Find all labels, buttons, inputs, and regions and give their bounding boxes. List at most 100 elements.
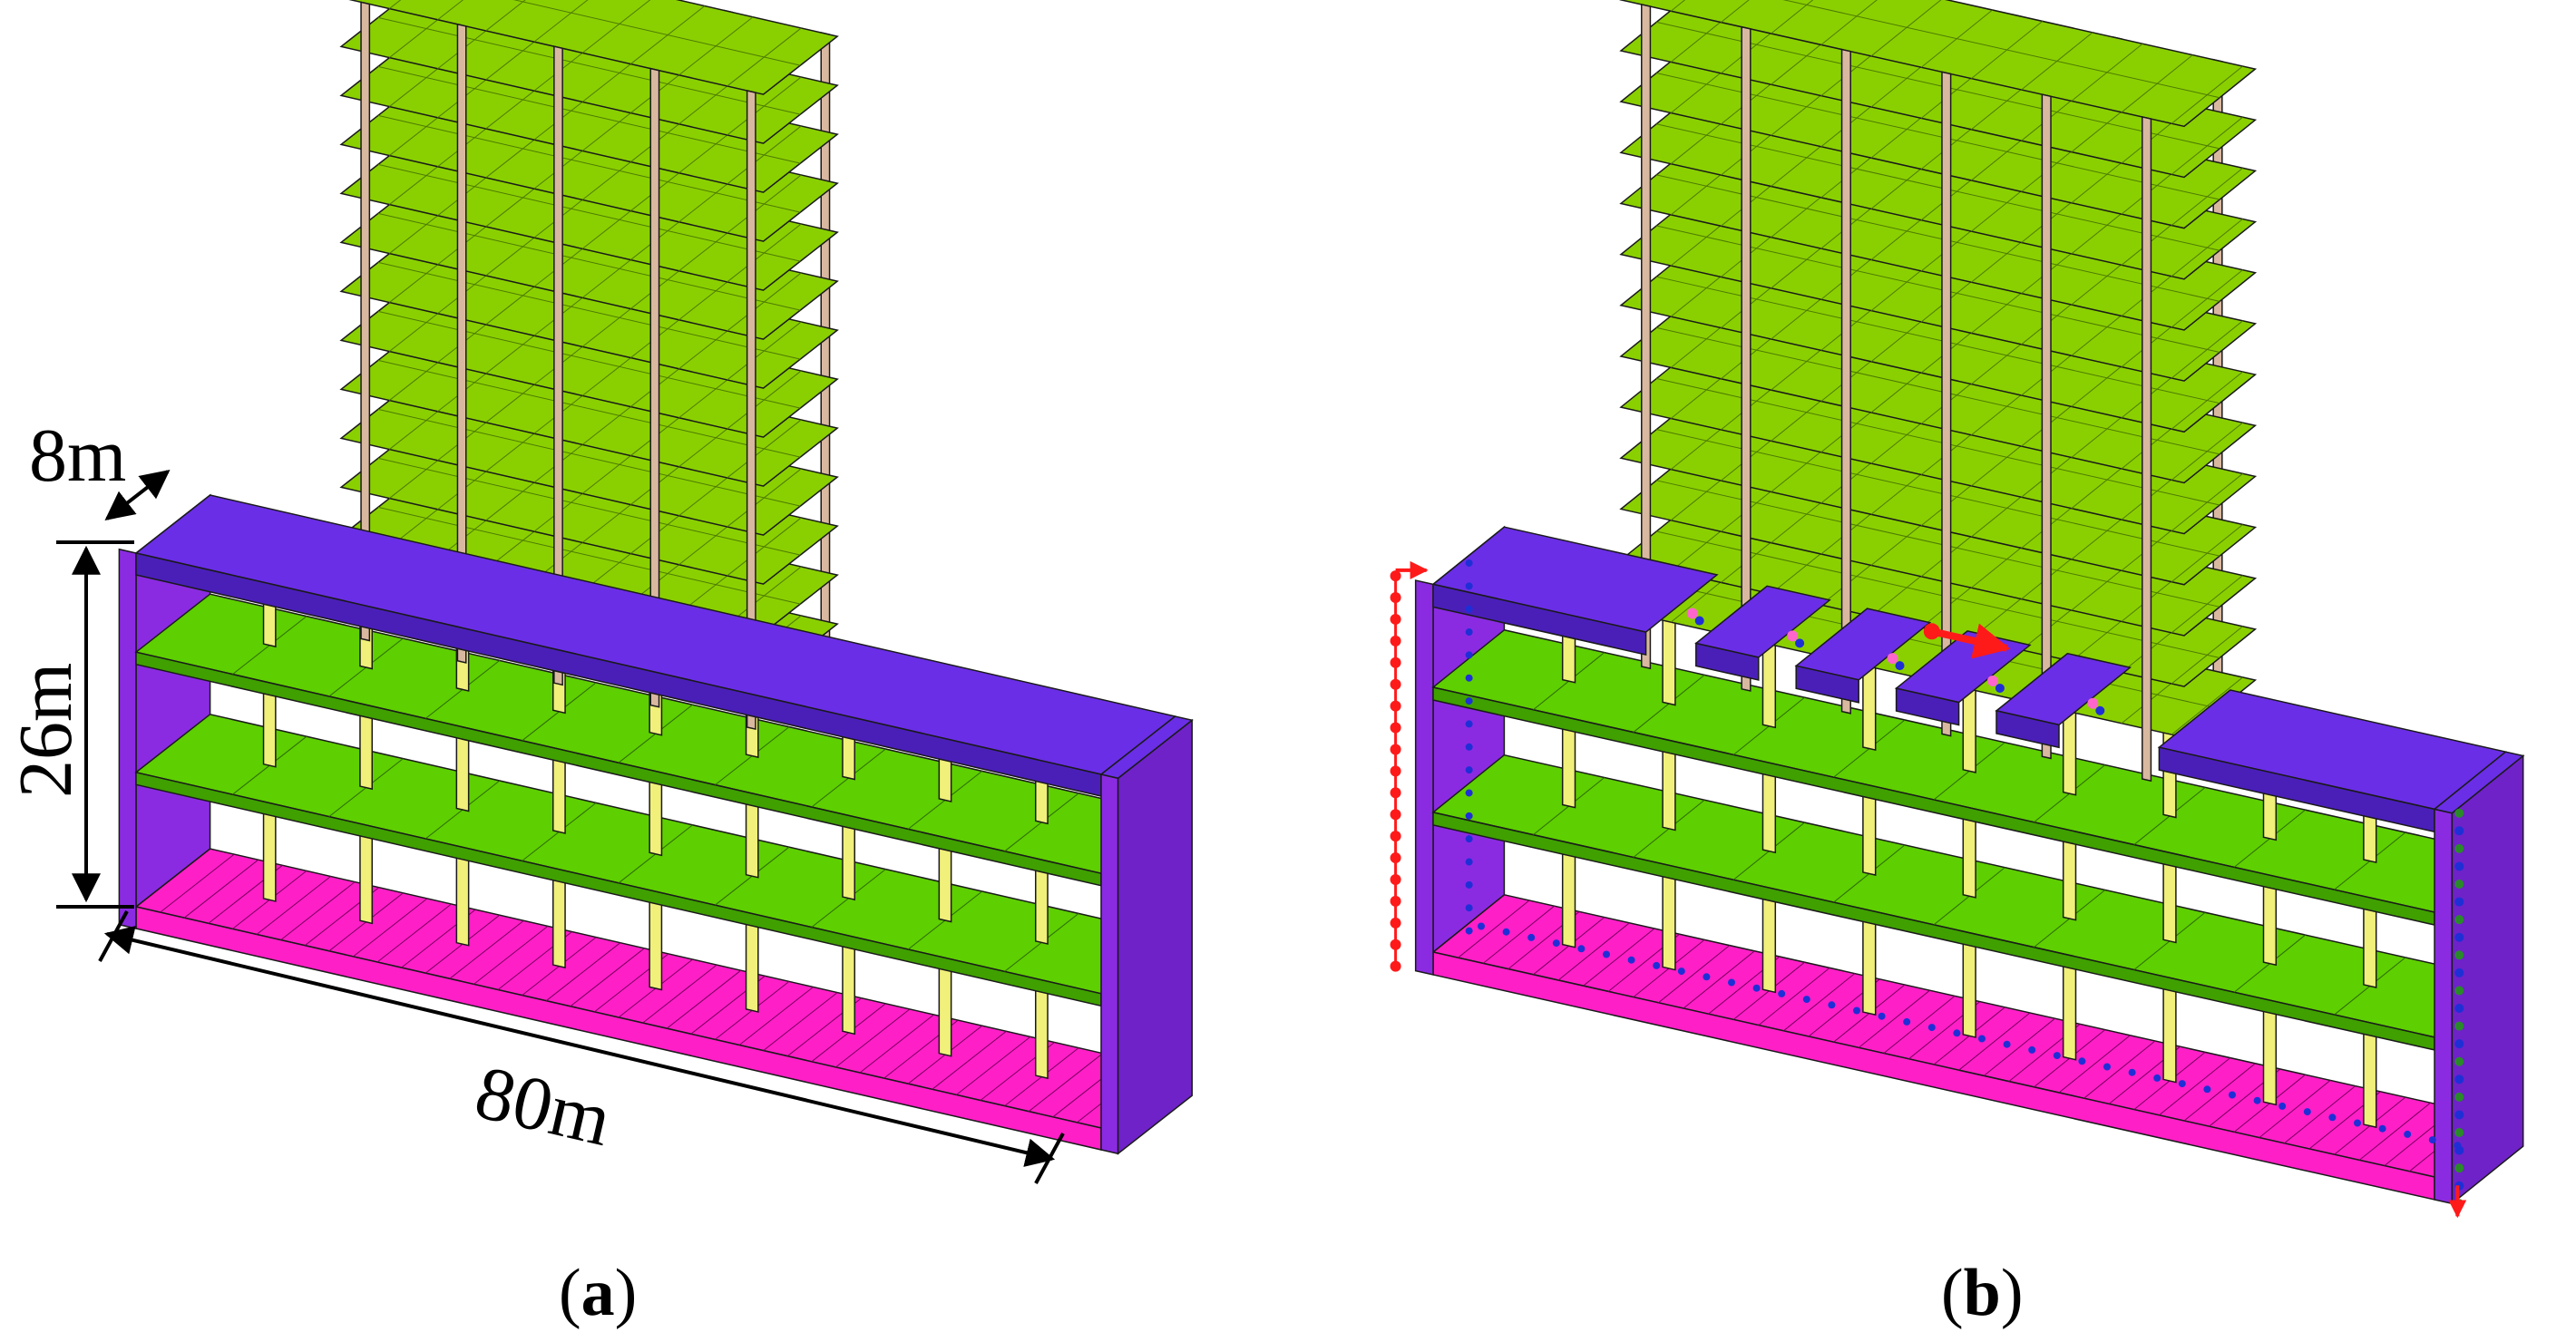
tower-slab-grid-line xyxy=(1721,0,1750,24)
boundary-spring-marker xyxy=(2454,1039,2464,1049)
wall-spring-marker xyxy=(1465,789,1473,797)
wall-spring-marker xyxy=(1465,927,1473,935)
wall-spring-marker xyxy=(1465,582,1473,590)
boundary-spring-marker xyxy=(2454,932,2464,942)
base-spring-marker xyxy=(1653,961,1661,969)
base-slab-grid-line xyxy=(1983,1017,2055,1076)
wall-spring-marker xyxy=(1465,812,1473,820)
tower-base-spring-marker xyxy=(1995,683,2005,693)
base-slab-grid-line xyxy=(160,853,235,913)
wall-spring-marker xyxy=(1465,628,1473,637)
base-spring-marker xyxy=(1778,989,1786,997)
base-spring-marker xyxy=(2378,1124,2386,1133)
tower-column xyxy=(1641,3,1652,670)
tower-column xyxy=(456,23,467,664)
base-slab-grid-line xyxy=(2284,1085,2356,1144)
left-wall-front xyxy=(1414,579,1434,976)
tower-slab-grid-line xyxy=(377,163,801,262)
tower-floor-slab xyxy=(1619,0,2258,128)
tower-slab-grid-line xyxy=(377,65,801,164)
wall-spring-marker xyxy=(1465,743,1473,751)
wall-spring-marker xyxy=(1465,835,1473,843)
base-spring-marker xyxy=(1953,1029,1961,1037)
base-slab-grid-line xyxy=(1683,950,1755,1009)
dimension-width: 8m xyxy=(29,413,171,520)
right-wall-front xyxy=(1100,773,1119,1155)
boundary-spring-marker xyxy=(2454,861,2464,871)
base-spring-marker xyxy=(2454,1142,2462,1150)
wall-spring-marker xyxy=(1465,766,1473,774)
tower-slab-grid-line xyxy=(377,506,801,605)
base-spring-marker xyxy=(2203,1085,2211,1094)
tower-base-spring-marker xyxy=(1694,616,1704,626)
base-spring-marker xyxy=(2229,1091,2236,1099)
tower-column xyxy=(649,67,660,708)
roof-slab-front xyxy=(1995,709,2060,749)
force-arrow xyxy=(1930,623,2011,659)
base-spring-marker xyxy=(2078,1057,2086,1065)
base-spring-marker xyxy=(2278,1102,2287,1110)
tower-slab-grid-line xyxy=(1670,0,1686,12)
force-arrow-origin xyxy=(1923,623,1940,640)
base-spring-marker xyxy=(1927,1024,1936,1032)
boundary-spring-marker xyxy=(2454,915,2464,925)
base-slab-grid-line xyxy=(1583,928,1655,987)
base-spring-marker xyxy=(1502,928,1510,936)
base-spring-marker xyxy=(2328,1113,2337,1122)
wall-spring-marker xyxy=(1465,605,1473,613)
right-wall-side xyxy=(1117,718,1193,1155)
base-slab-grid-line xyxy=(2058,1035,2131,1094)
dimension-height-label: 26m xyxy=(4,663,88,798)
base-spring-marker xyxy=(2404,1130,2412,1138)
tower-floor-slab xyxy=(348,0,839,95)
wall-spring-marker xyxy=(1465,674,1473,682)
tower-slab-grid-line xyxy=(377,408,801,507)
base-spring-marker xyxy=(1703,973,1711,981)
roof-slab-front xyxy=(1895,687,1960,726)
boundary-spring-marker xyxy=(2454,1110,2464,1120)
boundary-spring-marker xyxy=(2454,1163,2464,1173)
boundary-spring-marker xyxy=(2454,1056,2464,1066)
wall-spring-marker xyxy=(1465,559,1473,567)
dimension-length-label: 80m xyxy=(468,1050,619,1162)
base-spring-marker xyxy=(1878,1012,1886,1020)
base-spring-marker xyxy=(2153,1074,2161,1082)
tower-column xyxy=(2041,93,2052,760)
base-spring-marker xyxy=(2178,1080,2186,1088)
wall-spring-marker xyxy=(1465,651,1473,659)
tower-base-spring-marker xyxy=(1787,630,1799,642)
boundary-spring-marker xyxy=(2454,880,2464,890)
base-spring-marker xyxy=(1627,956,1635,964)
base-slab-grid-line xyxy=(1783,973,1856,1032)
boundary-spring-marker xyxy=(2454,808,2464,818)
base-spring-marker xyxy=(1478,922,1485,930)
left-wall-front xyxy=(118,548,137,929)
tower-slab-grid-line xyxy=(377,310,801,409)
wall-spring-marker xyxy=(1465,904,1473,912)
base-slab-grid-line xyxy=(1883,996,1956,1054)
tower-slab-grid-line xyxy=(377,212,801,311)
base-spring-marker xyxy=(1527,933,1536,941)
boundary-spring-marker xyxy=(2454,1004,2464,1014)
base-slab-grid-line xyxy=(1758,968,1830,1026)
boundary-spring-marker xyxy=(2454,843,2464,853)
caption-a: (a) xyxy=(559,1256,637,1330)
base-slab-grid-line xyxy=(256,876,331,935)
tower-slab-grid-line xyxy=(377,261,801,360)
base-spring-marker xyxy=(2003,1040,2011,1048)
base-spring-marker xyxy=(1577,945,1586,953)
panel-b-model xyxy=(1390,0,2525,1219)
base-spring-marker xyxy=(2053,1052,2061,1060)
tower-base-spring-marker xyxy=(1986,675,1998,686)
tower-base-spring-marker xyxy=(2095,705,2105,715)
boundary-spring-marker xyxy=(2454,1092,2464,1102)
wall-spring-marker xyxy=(1465,697,1473,705)
boundary-spring-marker xyxy=(2454,1021,2464,1031)
base-spring-marker xyxy=(2428,1136,2436,1144)
dimension-height: 26m xyxy=(4,540,134,909)
base-spring-marker xyxy=(2354,1119,2361,1127)
tower-base-spring-marker xyxy=(1686,608,1698,619)
boundary-spring-marker xyxy=(2454,986,2464,996)
tower-slab-grid-line xyxy=(437,0,464,21)
